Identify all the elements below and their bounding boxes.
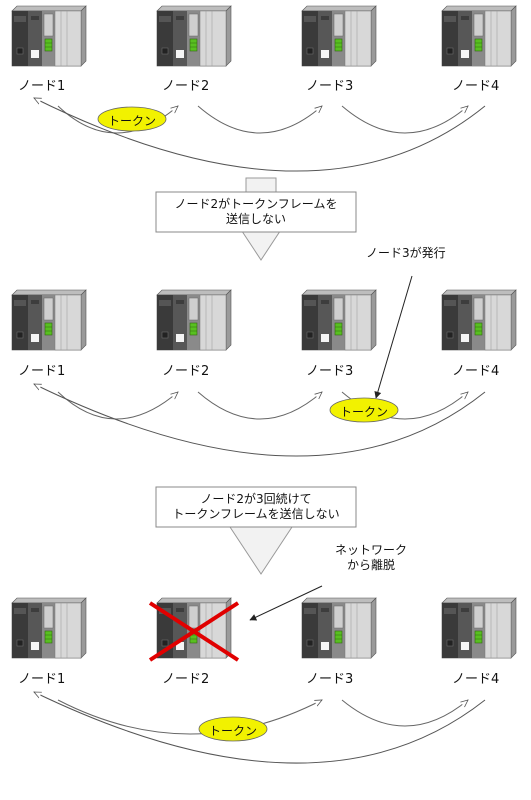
plc-unit-icon <box>11 597 87 659</box>
ring-return-arrow <box>34 97 486 172</box>
leave-note-line1: ネットワーク <box>334 543 407 557</box>
token-flow-arrow <box>197 392 322 420</box>
step2-line2: トークンフレームを送信しない <box>172 507 340 521</box>
token-flow-arrow <box>341 106 468 134</box>
token-badge <box>97 106 167 132</box>
step2-line1: ノード2が3回続けて <box>200 492 312 506</box>
node-label: ノード4 <box>452 79 500 94</box>
node-label: ノード3 <box>306 79 354 94</box>
node-label: ノード4 <box>452 672 500 687</box>
token-label: トークン <box>208 724 257 738</box>
token-flow-arrow <box>57 392 178 420</box>
plc-unit-icon <box>441 5 517 67</box>
plc-unit-icon <box>156 289 232 351</box>
node-label: ノード1 <box>18 364 66 379</box>
plc-unit-icon <box>301 597 377 659</box>
step1-line2: 送信しない <box>225 212 286 226</box>
step1-text: ノード2がトークンフレームを 送信しない <box>156 197 356 227</box>
step2-box <box>155 486 357 528</box>
node-label: ノード4 <box>452 364 500 379</box>
node-label: ノード1 <box>18 672 66 687</box>
step1-line1: ノード2がトークンフレームを <box>174 197 338 211</box>
plc-unit-icon <box>441 597 517 659</box>
token-flow-arrow <box>197 106 322 134</box>
node-label: ノード2 <box>162 79 210 94</box>
step1-box <box>155 191 357 233</box>
issue-note: ノード3が発行 <box>366 246 446 260</box>
plc-unit-icon <box>11 5 87 67</box>
token-badge <box>329 397 399 423</box>
plc-unit-icon <box>441 289 517 351</box>
token-label: トークン <box>339 405 388 419</box>
node-label: ノード1 <box>18 79 66 94</box>
leave-note-line2: から離脱 <box>346 558 395 572</box>
node-label: ノード3 <box>306 672 354 687</box>
token-flow-arrow <box>341 700 468 727</box>
node-label: ノード2 <box>162 672 210 687</box>
leave-pointer-arrow <box>249 585 323 621</box>
ring-return-arrow <box>34 691 486 764</box>
node-label: ノード2 <box>162 364 210 379</box>
token-label: トークン <box>107 114 156 128</box>
plc-unit-icon <box>11 289 87 351</box>
step2-text: ノード2が3回続けて トークンフレームを送信しない <box>156 492 356 522</box>
node-down-cross <box>148 601 240 662</box>
plc-unit-icon <box>156 5 232 67</box>
ring-return-arrow <box>34 383 486 457</box>
token-flow-arrow <box>57 700 322 735</box>
plc-unit-icon <box>301 289 377 351</box>
issue-pointer-arrow <box>374 275 413 399</box>
plc-unit-icon <box>301 5 377 67</box>
leave-note: ネットワーク から離脱 <box>316 543 426 573</box>
token-badge <box>198 716 268 742</box>
node-label: ノード3 <box>306 364 354 379</box>
